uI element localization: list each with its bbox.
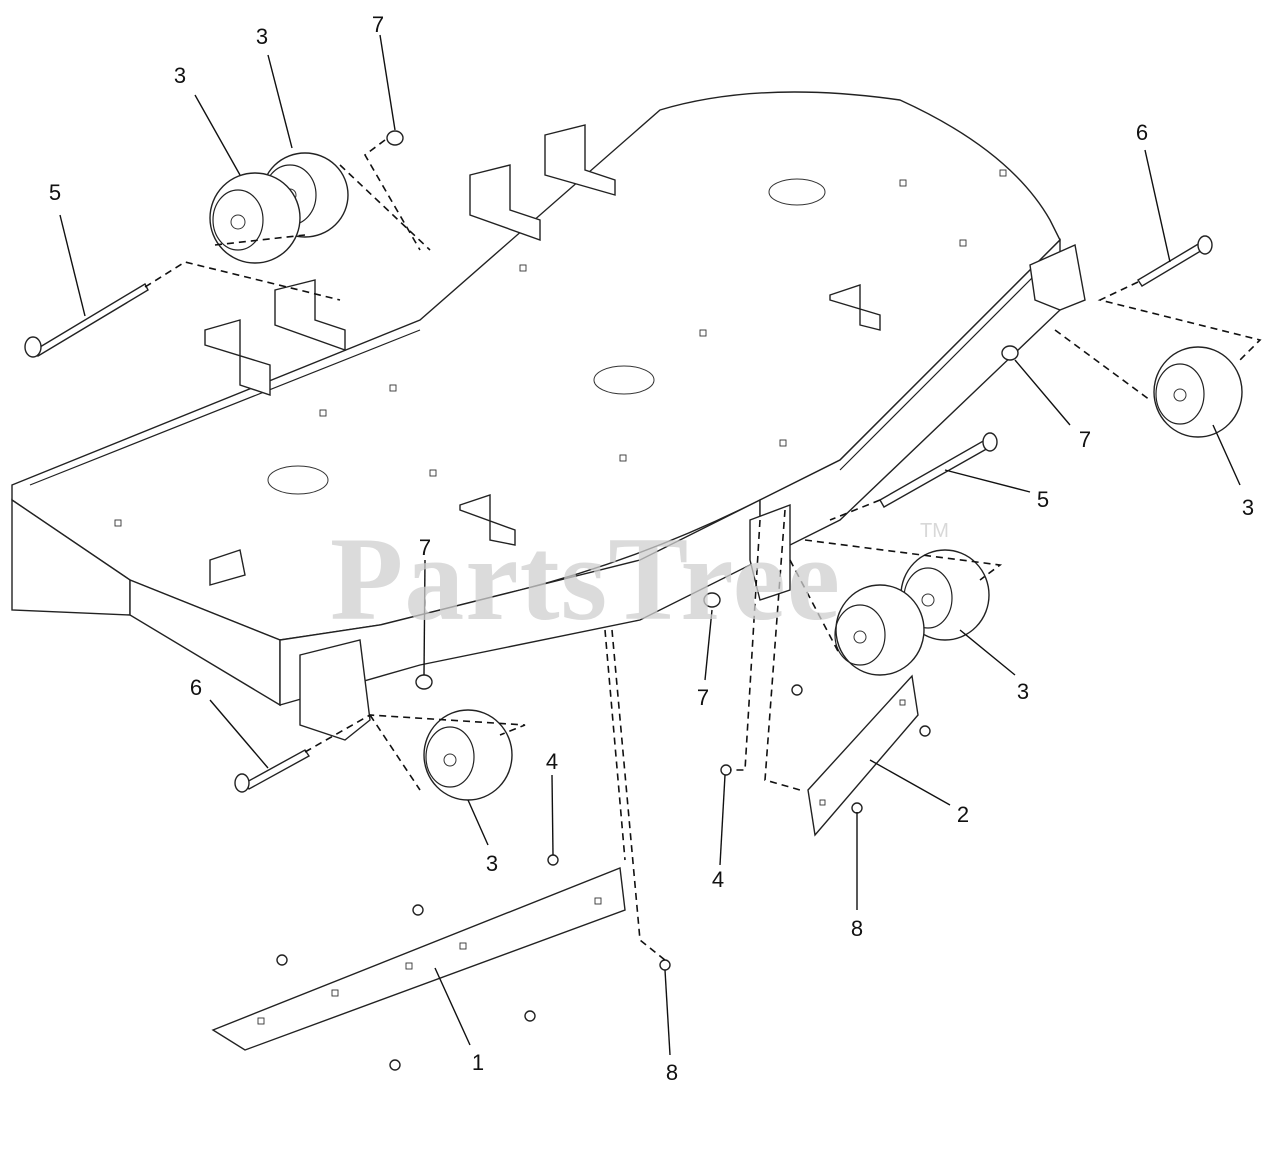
callout-4[interactable]: 4 (711, 867, 725, 892)
callout-5[interactable]: 5 (1036, 487, 1050, 512)
callout-3[interactable]: 3 (1241, 495, 1255, 520)
wheel-group (209, 152, 1243, 801)
leader-lines (59, 34, 1241, 1056)
shaft-right-long (879, 432, 998, 508)
callout-8[interactable]: 8 (850, 916, 864, 941)
belt-shield-left (211, 867, 626, 1051)
callout-2[interactable]: 2 (956, 802, 970, 827)
wheel-right-rear (1153, 346, 1243, 438)
callout-4[interactable]: 4 (545, 749, 559, 774)
callout-7[interactable]: 7 (418, 535, 432, 560)
mower-deck (11, 91, 1086, 741)
callout-6[interactable]: 6 (1135, 120, 1149, 145)
carriage-bolt-right (1137, 235, 1213, 287)
callout-3[interactable]: 3 (255, 24, 269, 49)
wheel-right-front-inner (834, 584, 925, 676)
callout-7[interactable]: 7 (1078, 427, 1092, 452)
callout-7[interactable]: 7 (371, 12, 385, 37)
shaft-left-long (24, 283, 149, 358)
callout-1[interactable]: 1 (471, 1050, 485, 1075)
callout-8[interactable]: 8 (665, 1060, 679, 1085)
spacers (386, 130, 1019, 690)
carriage-bolt-left (234, 749, 311, 793)
callout-3[interactable]: 3 (1016, 679, 1030, 704)
callout-6[interactable]: 6 (189, 675, 203, 700)
wheel-left-front (423, 709, 513, 801)
small-bolts (276, 684, 931, 1071)
watermark-trademark: TM (920, 520, 949, 542)
wheel-rear-left-outer (209, 172, 301, 264)
partstree-watermark: PartsTree (330, 512, 841, 645)
belt-shield-right (807, 674, 919, 837)
assembly-lines (144, 139, 1262, 961)
callout-3[interactable]: 3 (173, 63, 187, 88)
callout-3[interactable]: 3 (485, 851, 499, 876)
callout-7[interactable]: 7 (696, 685, 710, 710)
callout-5[interactable]: 5 (48, 180, 62, 205)
